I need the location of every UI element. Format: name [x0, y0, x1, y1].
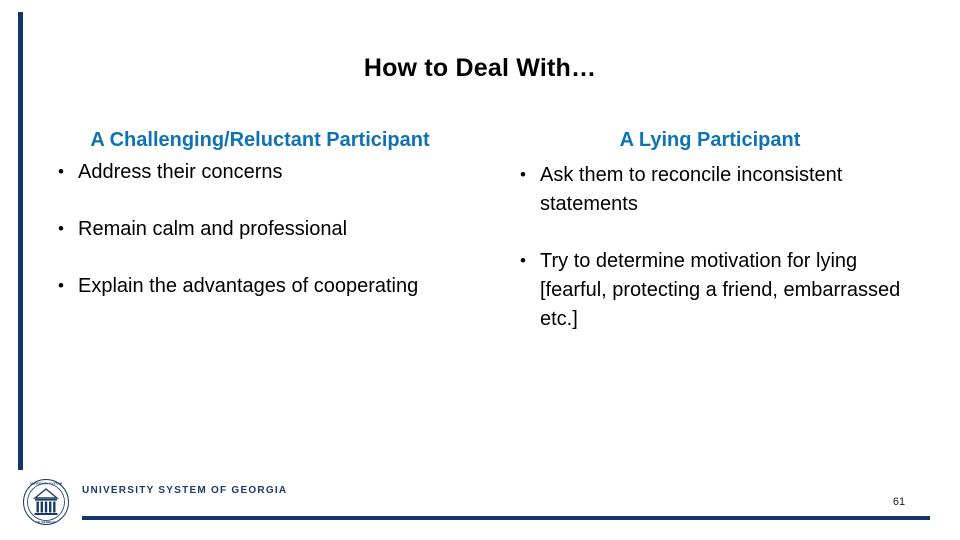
column-lying-participant: A Lying Participant Ask them to reconcil… — [500, 126, 920, 362]
list-item: Explain the advantages of cooperating — [44, 272, 480, 301]
bullet-list-right: Ask them to reconcile inconsistent state… — [500, 161, 920, 334]
svg-text:OF GEORGIA: OF GEORGIA — [36, 520, 57, 524]
svg-text:UNIVERSITY SYSTEM: UNIVERSITY SYSTEM — [30, 481, 63, 485]
university-seal-icon: UNIVERSITY SYSTEM OF GEORGIA — [22, 478, 70, 526]
list-item: Address their concerns — [44, 158, 480, 187]
list-item: Ask them to reconcile inconsistent state… — [506, 161, 920, 219]
bullet-list-left: Address their concerns Remain calm and p… — [40, 158, 480, 301]
left-accent-bar — [18, 12, 23, 470]
page-title: How to Deal With… — [363, 54, 597, 82]
page-number: 61 — [892, 496, 906, 508]
list-item: Remain calm and professional — [44, 215, 480, 244]
column-challenging-participant: A Challenging/Reluctant Participant Addr… — [40, 126, 480, 329]
column-heading-left: A Challenging/Reluctant Participant — [90, 129, 430, 151]
footer-divider — [82, 516, 930, 520]
footer-wordmark: UNIVERSITY SYSTEM OF GEORGIA — [82, 485, 288, 496]
content-columns: A Challenging/Reluctant Participant Addr… — [0, 126, 960, 446]
list-item: Try to determine motivation for lying [f… — [506, 247, 920, 334]
column-heading-right: A Lying Participant — [619, 129, 801, 151]
